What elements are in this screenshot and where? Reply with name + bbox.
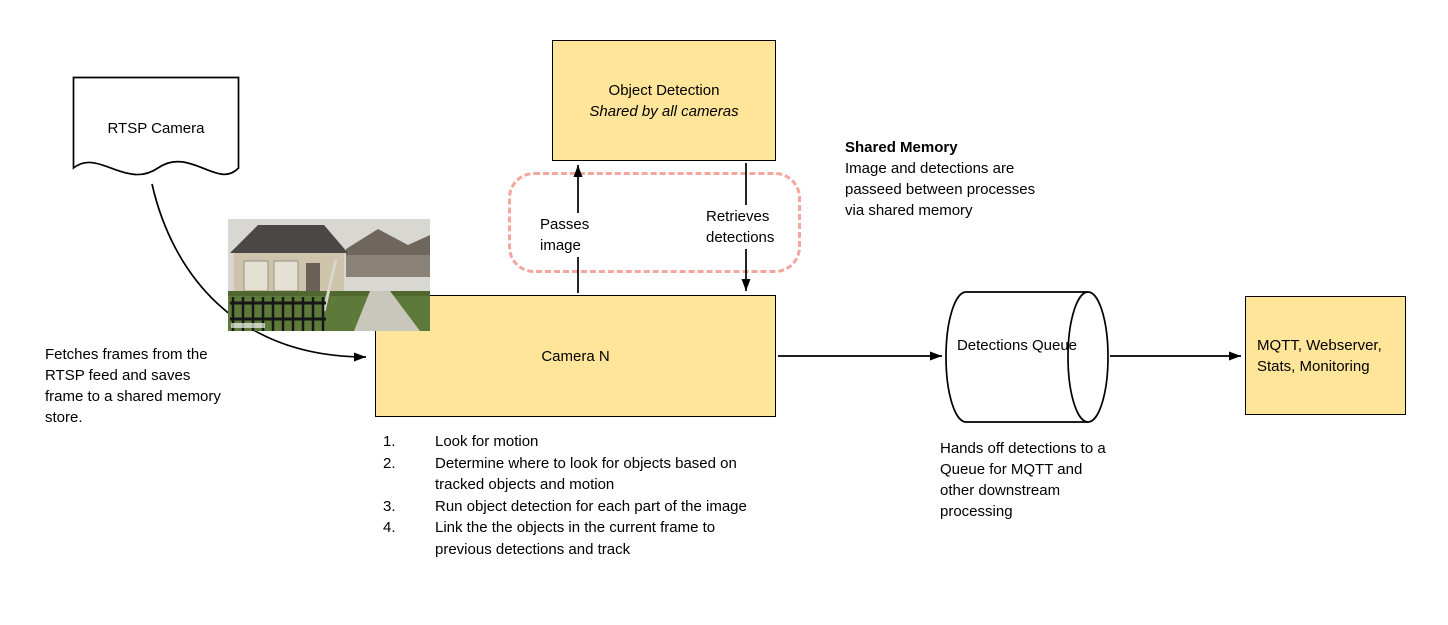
detections-queue-label: Detections Queue xyxy=(956,337,1078,354)
object-detection-title: Object Detection xyxy=(608,81,720,99)
object-detection-subtitle: Shared by all cameras xyxy=(589,102,739,120)
step-text: Determine where to look for objects base… xyxy=(435,454,737,494)
camera-n-label: Camera N xyxy=(541,347,610,365)
detections-queue-cylinder xyxy=(945,291,1109,423)
retrieves-detections-label: Retrieves detections xyxy=(704,205,792,249)
step-number: 4. xyxy=(383,519,396,536)
step-text: Link the the objects in the current fram… xyxy=(435,519,716,558)
shared-memory-dashed-region xyxy=(508,172,801,273)
shared-memory-note-body: Image and detections are passeed between… xyxy=(845,160,1036,219)
photo-garage-door xyxy=(243,260,269,292)
camera-n-node: Camera N xyxy=(375,295,776,417)
photo-timestamp-overlay xyxy=(231,323,265,328)
step-text: Look for motion xyxy=(435,433,539,450)
step-number: 3. xyxy=(383,497,396,515)
photo-garage-door xyxy=(273,260,299,292)
step-text: Run object detection for each part of th… xyxy=(435,497,747,515)
photo-sidewalk xyxy=(354,291,420,331)
passes-image-label: Passes image xyxy=(538,213,600,257)
camera-snapshot-image xyxy=(228,219,430,331)
queue-handoff-note: Hands off detections to a Queue for MQTT… xyxy=(940,440,1106,520)
output-node: MQTT, Webserver, Stats, Monitoring xyxy=(1245,296,1406,415)
photo-background-wall xyxy=(346,255,430,277)
rtsp-camera-document-shape xyxy=(72,76,240,176)
shared-memory-note-title: Shared Memory xyxy=(845,139,958,156)
fetch-frames-note: Fetches frames from the RTSP feed and sa… xyxy=(45,346,221,426)
step-number: 2. xyxy=(383,454,396,472)
rtsp-camera-label: RTSP Camera xyxy=(107,120,205,137)
camera-steps-list: 1. Look for motion 2. Determine where to… xyxy=(383,431,775,560)
photo-side-door xyxy=(306,263,320,291)
output-node-label: MQTT, Webserver, Stats, Monitoring xyxy=(1257,336,1382,375)
step-number: 1. xyxy=(383,433,396,450)
shared-memory-note: Shared Memory Image and detections are p… xyxy=(845,137,1045,221)
object-detection-node: Object Detection Shared by all cameras xyxy=(552,40,776,161)
